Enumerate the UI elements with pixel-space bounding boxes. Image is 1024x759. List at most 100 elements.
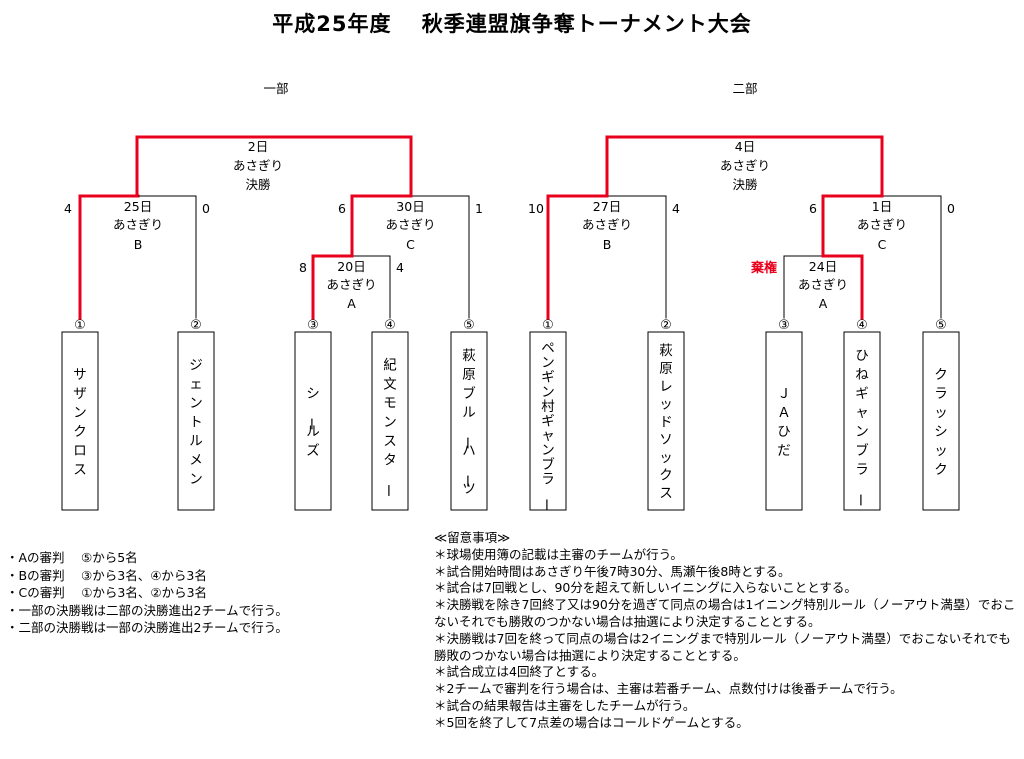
bracket-line bbox=[606, 195, 667, 319]
match-score: 10 bbox=[528, 201, 544, 216]
rule-item: ＊試合成立は4回終了とする。 bbox=[434, 664, 605, 680]
team-box bbox=[450, 331, 488, 511]
match-label: A bbox=[819, 296, 828, 311]
match-date: 27日 bbox=[593, 199, 621, 214]
umpire-note: ・一部の決勝戦は二部の決勝進出2チームで行う。 bbox=[6, 602, 288, 618]
page-title: 平成25年度 秋季連盟旗争奪トーナメント大会 bbox=[272, 12, 752, 36]
team-seed: ⑤ bbox=[463, 318, 475, 333]
team-box bbox=[529, 331, 567, 511]
team-box bbox=[294, 331, 332, 511]
match-score: 0 bbox=[947, 201, 955, 216]
winner-line bbox=[546, 135, 747, 198]
winner-line bbox=[821, 254, 864, 320]
match-score: 1 bbox=[475, 201, 483, 216]
team-name: クラッシック bbox=[934, 367, 948, 478]
rules-notes: ≪留意事項≫ ＊球場使用簿の記載は主審のチームが行う。 ＊試合開始時間はあさぎり… bbox=[434, 530, 1019, 732]
team-name: サザンクロス bbox=[73, 367, 87, 478]
team-seed: ④ bbox=[384, 318, 396, 333]
match-score: 4 bbox=[672, 201, 680, 216]
team-name: 萩原レッドソックス bbox=[659, 343, 673, 501]
bracket-line bbox=[410, 195, 470, 319]
team-box bbox=[765, 331, 803, 511]
match-date: 30日 bbox=[396, 199, 424, 214]
team-seed: ③ bbox=[307, 318, 319, 333]
team-seed: ① bbox=[542, 318, 554, 333]
match-score: 8 bbox=[299, 260, 307, 275]
team-name: ジェントルメン bbox=[189, 358, 203, 488]
team-box bbox=[647, 331, 685, 511]
team-name: ペンギン村ギャンブラー bbox=[537, 341, 555, 512]
umpire-note: ・Cの審判 ①から3名、②から3名 bbox=[6, 585, 208, 600]
rule-item: ＊試合の結果報告は主審をしたチームが行う。 bbox=[434, 697, 696, 713]
team-box bbox=[177, 331, 215, 511]
rule-item: ＊試合は7回戦とし、90分を超えて新しいイニングに入らないこととする。 bbox=[434, 580, 857, 596]
winner-line bbox=[311, 254, 354, 320]
rule-item: ＊5回を終了して7点差の場合はコールドゲームとする。 bbox=[434, 714, 749, 730]
team-box bbox=[371, 331, 409, 511]
team-name: ＪＡひだ bbox=[777, 386, 791, 459]
bracket-line bbox=[137, 195, 197, 319]
match-score: 6 bbox=[338, 201, 346, 216]
team-seed: ③ bbox=[778, 318, 790, 333]
match-venue: あさぎり bbox=[385, 217, 435, 232]
team-seed: ⑤ bbox=[935, 318, 947, 333]
team-box bbox=[843, 331, 881, 511]
winner-line bbox=[78, 194, 140, 320]
match-score: 4 bbox=[64, 201, 72, 216]
division-label: 二部 bbox=[732, 81, 757, 96]
match-venue: あさぎり bbox=[326, 277, 376, 292]
rule-item: ＊試合開始時間はあさぎり午後7時30分、馬瀬午後8時とする。 bbox=[434, 563, 791, 579]
umpire-note: ・二部の決勝戦は一部の決勝進出2チームで行う。 bbox=[6, 620, 288, 635]
umpire-note: ・Bの審判 ③から3名、④から3名 bbox=[6, 567, 207, 583]
team-seed: ② bbox=[660, 318, 672, 333]
rule-item: ＊決勝戦は7回を終って同点の場合は2イニングまで特別ルール（ノーアウト満塁）でお… bbox=[434, 630, 1011, 663]
final-info: 決勝 bbox=[245, 177, 271, 192]
umpire-notes: ・Aの審判 ⑤から5名 ・Bの審判 ③から3名、④から3名 ・Cの審判 ①から3… bbox=[6, 549, 288, 637]
match-label: C bbox=[878, 237, 887, 252]
forfeit-label: 棄権 bbox=[750, 260, 777, 276]
final-info: あさぎり bbox=[720, 158, 770, 173]
match-venue: あさぎり bbox=[857, 217, 907, 232]
team-seed: ① bbox=[74, 318, 86, 333]
winner-line bbox=[274, 135, 413, 198]
match-label: B bbox=[134, 237, 143, 252]
rule-item: ＊2チームで審判を行う場合は、主審は若番チーム、点数付けは後番チームで行う。 bbox=[434, 681, 903, 697]
team-box bbox=[61, 331, 99, 511]
winner-line bbox=[78, 135, 278, 198]
match-date: 20日 bbox=[337, 259, 365, 274]
bracket-line bbox=[783, 255, 824, 319]
match-label: C bbox=[406, 237, 415, 252]
rules-heading: ≪留意事項≫ bbox=[434, 530, 511, 545]
final-info: 4日 bbox=[735, 139, 755, 154]
match-venue: あさぎり bbox=[582, 217, 632, 232]
winner-line bbox=[350, 194, 412, 258]
division-label: 一部 bbox=[263, 81, 288, 96]
winner-line bbox=[821, 194, 884, 258]
match-date: 25日 bbox=[124, 199, 152, 214]
team-name: 紀文モンスター bbox=[379, 358, 397, 498]
final-info: あさぎり bbox=[233, 158, 283, 173]
bracket-line bbox=[881, 195, 942, 319]
match-date: 24日 bbox=[809, 259, 837, 274]
match-label: B bbox=[603, 237, 612, 252]
winner-line bbox=[743, 135, 884, 198]
match-score: 0 bbox=[202, 201, 210, 216]
rule-item: ＊球場使用簿の記載は主審のチームが行う。 bbox=[434, 546, 683, 562]
final-info: 決勝 bbox=[732, 177, 758, 192]
match-label: A bbox=[347, 296, 356, 311]
match-venue: あさぎり bbox=[113, 217, 163, 232]
match-date: 1日 bbox=[872, 199, 892, 214]
final-info: 2日 bbox=[248, 139, 268, 154]
team-seed: ② bbox=[190, 318, 202, 333]
team-seed: ④ bbox=[856, 318, 868, 333]
bracket-line bbox=[351, 255, 391, 319]
winner-line bbox=[546, 194, 609, 320]
team-name: シールズ bbox=[302, 386, 320, 459]
match-score: 4 bbox=[396, 260, 404, 275]
team-name: 萩原ブルーハーツ bbox=[458, 348, 476, 497]
tournament-bracket: 一部2日あさぎり決勝①サザンクロス②ジェントルメン③シールズ④紀文モンスター⑤萩… bbox=[61, 81, 960, 512]
match-venue: あさぎり bbox=[798, 277, 848, 292]
rule-item: ＊決勝戦を除き7回終了又は90分を過ぎて同点の場合は1イニング特別ルール（ノーア… bbox=[434, 597, 1016, 629]
match-score: 6 bbox=[809, 201, 817, 216]
